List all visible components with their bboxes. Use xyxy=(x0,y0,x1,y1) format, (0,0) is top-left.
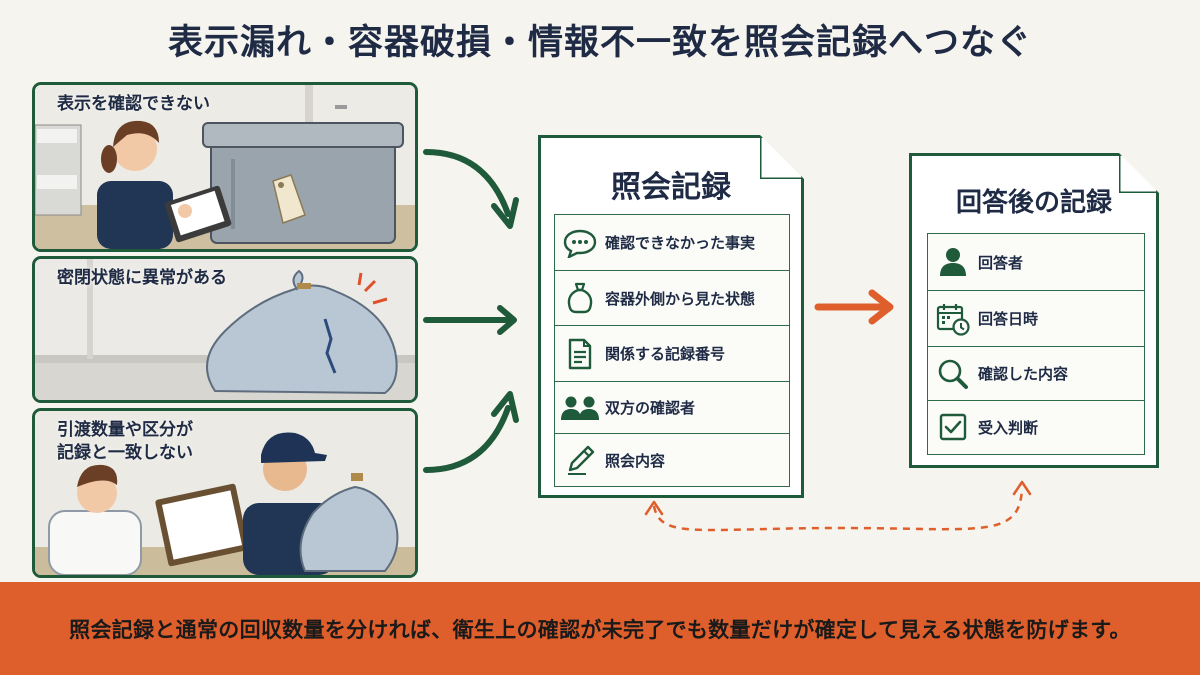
flow-arrow-to-response xyxy=(814,289,894,325)
inquiry-item: 双方の確認者 xyxy=(554,380,790,435)
bag-icon xyxy=(555,282,605,314)
response-record-items: 回答者 回答日時 確認した内容 受入判断 xyxy=(927,233,1145,455)
inquiry-item: 関係する記録番号 xyxy=(554,325,790,382)
feedback-dashed-arrow xyxy=(644,480,1032,532)
inquiry-item-label: 照会内容 xyxy=(605,451,666,470)
inquiry-item-label: 容器外側から見た状態 xyxy=(605,289,756,308)
response-item-label: 受入判断 xyxy=(978,418,1039,437)
person-icon xyxy=(928,247,978,277)
illustration-torn-bag xyxy=(35,259,415,400)
response-record-document: 回答後の記録 回答者 回答日時 確認した内容 受入判断 xyxy=(909,153,1159,468)
illustration-container-inspection xyxy=(35,85,415,249)
panel-label: 引渡数量や区分が 記録と一致しない xyxy=(57,420,193,463)
response-item: 確認した内容 xyxy=(927,346,1145,401)
response-item: 回答日時 xyxy=(927,289,1145,348)
inquiry-item: 照会内容 xyxy=(554,433,790,487)
inquiry-item: 確認できなかった事実 xyxy=(554,214,790,271)
page-title: 表示漏れ・容器破損・情報不一致を照会記録へつなぐ xyxy=(167,23,1032,63)
inquiry-item: 容器外側から見た状態 xyxy=(554,269,790,327)
inquiry-record-title: 照会記録 xyxy=(611,170,731,205)
magnifier-icon xyxy=(928,358,978,390)
footer-banner: 照会記録と通常の回収数量を分ければ、衛生上の確認が未完了でも数量だけが確定して見… xyxy=(0,582,1200,675)
illustration-handover-check xyxy=(35,411,415,575)
response-record-title: 回答後の記録 xyxy=(955,188,1112,218)
speech-bubble-icon xyxy=(555,228,605,258)
flow-arrow-top xyxy=(423,149,519,229)
response-item: 受入判断 xyxy=(927,399,1145,455)
checkbox-icon xyxy=(928,413,978,441)
people-icon xyxy=(555,395,605,421)
pencil-icon xyxy=(555,444,605,476)
panel-label: 表示を確認できない xyxy=(57,94,210,114)
response-item-label: 回答日時 xyxy=(978,310,1039,328)
calendar-clock-icon xyxy=(928,302,978,336)
response-item-label: 回答者 xyxy=(978,253,1024,272)
response-item-label: 確認した内容 xyxy=(978,365,1069,383)
flow-arrow-bottom xyxy=(423,391,519,473)
inquiry-item-label: 関係する記録番号 xyxy=(605,345,726,363)
inquiry-item-label: 双方の確認者 xyxy=(605,399,696,417)
inquiry-record-document: 照会記録 確認できなかった事実 容器外側から見た状態 関係する記録番号 双方の確… xyxy=(538,135,804,498)
inquiry-item-label: 確認できなかった事実 xyxy=(605,234,756,252)
page-fold-icon xyxy=(760,135,804,179)
scenario-panel-label-missing: 表示を確認できない xyxy=(32,82,418,252)
panel-label: 密閉状態に異常がある xyxy=(57,268,227,288)
page-fold-icon xyxy=(1119,153,1159,193)
flow-arrow-middle xyxy=(423,305,517,335)
response-item: 回答者 xyxy=(927,233,1145,291)
scenario-panel-seal-abnormal: 密閉状態に異常がある xyxy=(32,256,418,403)
document-icon xyxy=(555,338,605,370)
scenario-panel-quantity-mismatch: 引渡数量や区分が 記録と一致しない xyxy=(32,408,418,578)
footer-text: 照会記録と通常の回収数量を分ければ、衛生上の確認が未完了でも数量だけが確定して見… xyxy=(69,617,1131,642)
inquiry-record-items: 確認できなかった事実 容器外側から見た状態 関係する記録番号 双方の確認者 照会… xyxy=(554,214,790,487)
